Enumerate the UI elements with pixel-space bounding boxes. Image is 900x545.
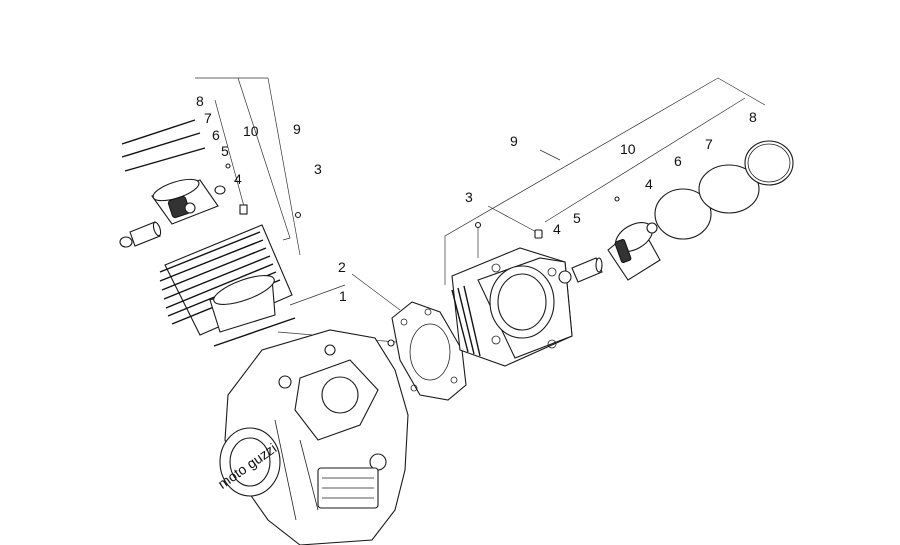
leader-2 [351, 273, 401, 311]
base-stud-left [213, 317, 296, 347]
callout-8-right: 8 [749, 109, 757, 125]
base-gasket [391, 301, 467, 401]
callout-3-right: 3 [465, 189, 473, 205]
ring-7-left [121, 132, 201, 158]
ring-8-left [121, 119, 196, 145]
o-ring-left [294, 211, 302, 219]
finned-cylinder-left [159, 224, 293, 336]
callout-5-right: 5 [573, 210, 581, 226]
left-leader-2 [289, 284, 346, 306]
callout-3-left: 3 [314, 161, 322, 177]
callout-4-right-b: 4 [645, 176, 653, 192]
callouts-left: 8 7 6 5 4 10 9 3 2 1 [196, 93, 347, 304]
small-dot-left [225, 163, 231, 169]
o-ring-right [474, 221, 482, 229]
cylinder-right [451, 247, 573, 367]
callout-9-right: 9 [510, 133, 518, 149]
callout-7-left: 7 [204, 110, 212, 126]
piston-left [151, 178, 219, 225]
callout-2: 2 [338, 259, 346, 275]
right-cylinder-group [444, 77, 794, 367]
callout-5-left: 5 [221, 143, 229, 159]
circlip-right-a [558, 270, 572, 284]
left-leader-10 [214, 99, 246, 211]
callout-4-left: 4 [234, 171, 242, 187]
ring-7-right [698, 164, 760, 214]
callout-1: 1 [339, 288, 347, 304]
left-cylinder-group [119, 77, 397, 347]
circlip-left-b [214, 185, 226, 195]
ring-6-left [124, 147, 206, 172]
left-group-leader-9 [195, 77, 291, 241]
dowel-left [239, 204, 248, 215]
right-leader-9-frame [444, 77, 719, 285]
right-leader-9 [539, 149, 561, 161]
piston-pin-left [129, 221, 162, 247]
callout-9-left: 9 [293, 121, 301, 137]
callout-8-left: 8 [196, 93, 204, 109]
callouts-right: 9 10 3 4 5 4 6 7 8 [465, 109, 757, 237]
small-dot-right [614, 196, 620, 202]
callout-10-right: 10 [620, 141, 636, 157]
circlip-right-b [646, 222, 658, 234]
callout-6-right: 6 [674, 153, 682, 169]
ring-6-right [654, 188, 712, 240]
callout-4-right-a: 4 [553, 221, 561, 237]
piston-pin-right [571, 257, 603, 283]
left-group-rule-right [267, 77, 301, 256]
right-leader-3 [487, 205, 541, 235]
dowel-right [534, 229, 543, 239]
right-top-rule [717, 77, 766, 106]
circlip-left-a [119, 236, 133, 248]
callout-6-left: 6 [212, 127, 220, 143]
right-leader-10 [544, 97, 746, 223]
callout-10-left: 10 [243, 123, 259, 139]
crankcase: moto guzzi [215, 329, 409, 545]
ring-8-right [744, 140, 794, 186]
callout-7-right: 7 [705, 136, 713, 152]
